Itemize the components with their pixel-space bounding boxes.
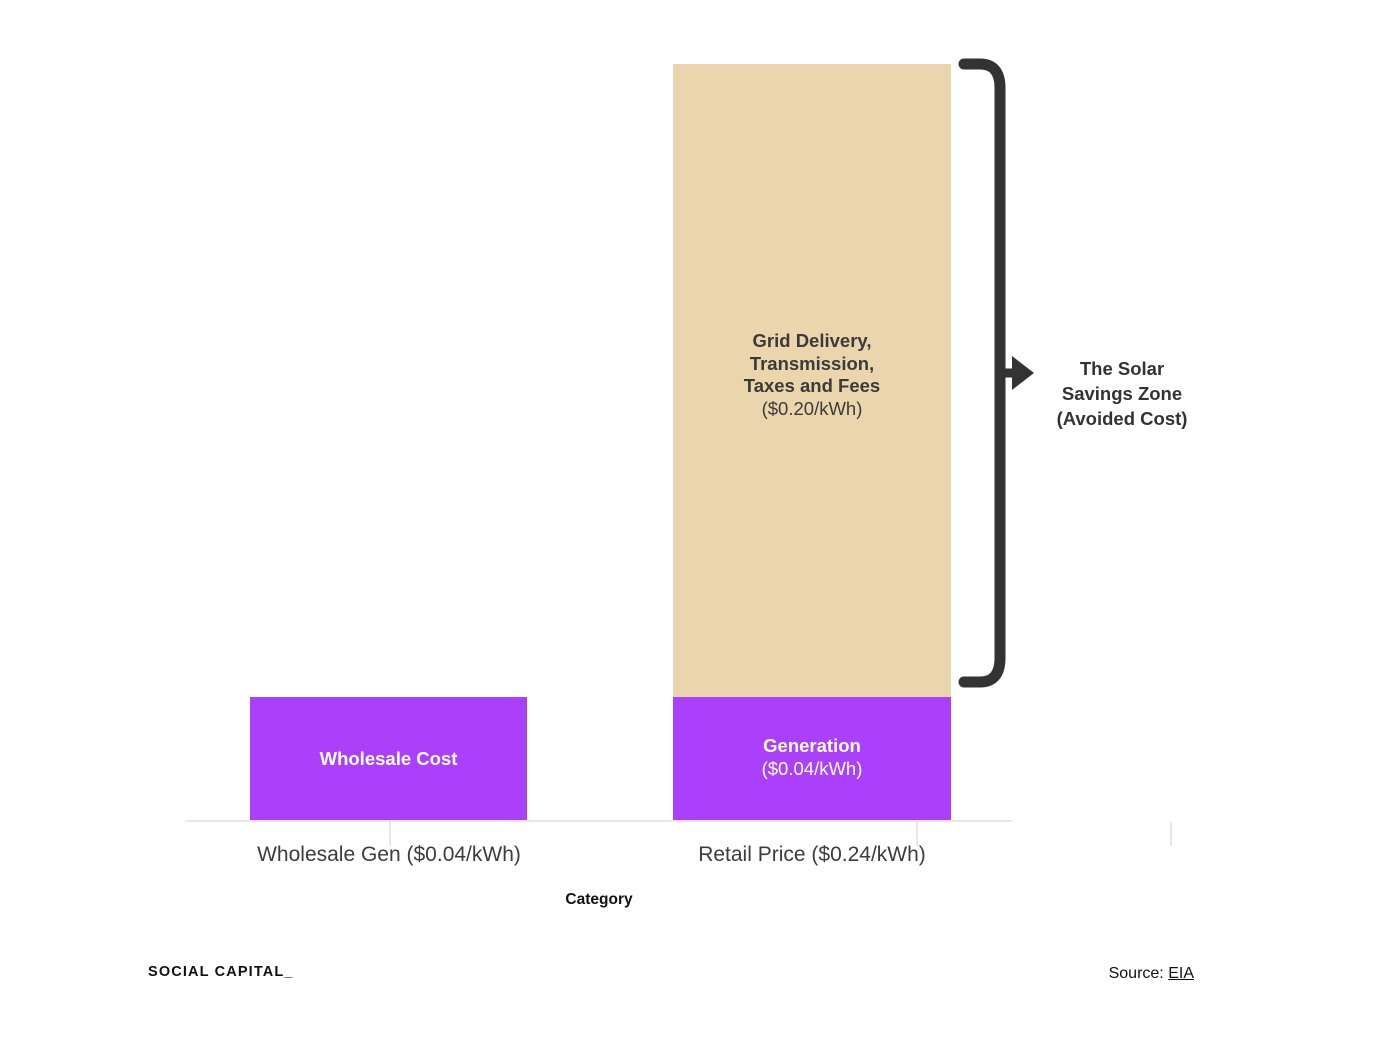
source-attribution: Source: EIA — [1109, 965, 1194, 983]
annotation-line3: (Avoided Cost) — [1056, 407, 1188, 429]
solar-savings-bracket-icon — [958, 58, 1034, 688]
source-prefix: Source: — [1108, 965, 1164, 982]
x-axis-tick-1 — [389, 822, 391, 846]
x-axis-tick-2 — [916, 822, 918, 846]
bar-segment-wholesale-cost[interactable] — [250, 697, 527, 820]
x-tick-label-wholesale-gen: Wholesale Gen ($0.04/kWh) — [257, 843, 521, 866]
source-link-eia[interactable]: EIA — [1168, 965, 1194, 982]
x-tick-label-retail-price: Retail Price ($0.24/kWh) — [698, 843, 926, 866]
solar-savings-zone-annotation: The Solar Savings Zone (Avoided Cost) — [1047, 357, 1197, 431]
x-axis-line — [185, 820, 1012, 822]
bar-segment-generation[interactable] — [673, 697, 951, 820]
brand-wordmark: SOCIAL CAPITAL_ — [148, 964, 294, 980]
x-axis-tick-3 — [1170, 822, 1172, 846]
annotation-line1: The Solar — [1079, 358, 1165, 379]
bar-segment-grid-delivery[interactable] — [673, 64, 951, 697]
annotation-line2: Savings Zone — [1061, 382, 1183, 404]
x-axis-title: Category — [565, 891, 633, 908]
